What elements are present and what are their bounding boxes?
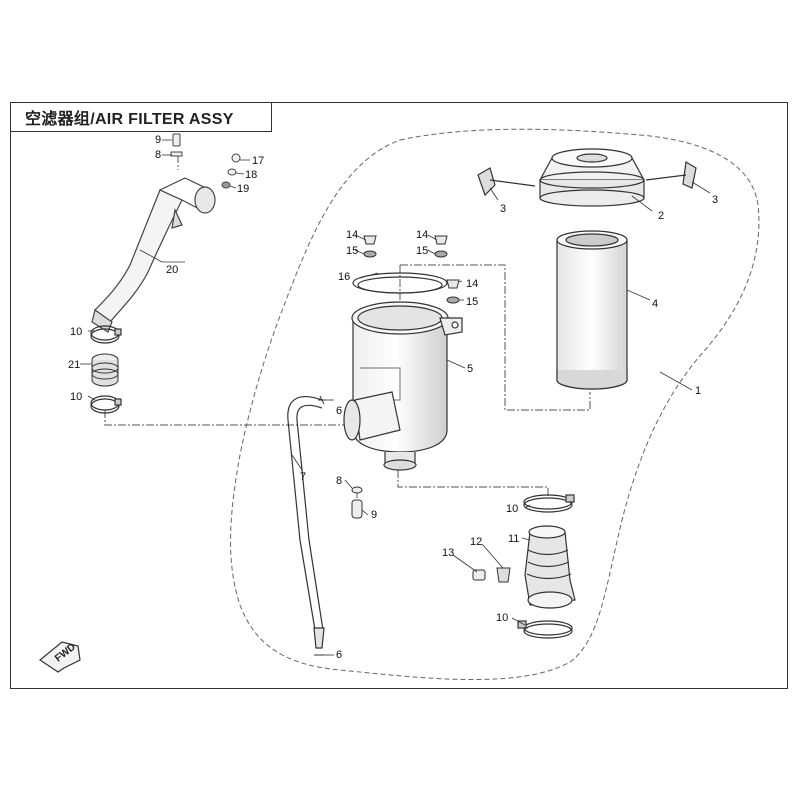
- callout-15-right: 15: [466, 296, 478, 308]
- callout-10-left-lower: 10: [70, 391, 82, 403]
- callout-12: 12: [470, 536, 482, 548]
- callout-10-right-lower: 10: [496, 612, 508, 624]
- bolt-13: [472, 569, 486, 581]
- callout-10-left-upper: 10: [70, 326, 82, 338]
- clip-3-right: [645, 161, 697, 189]
- callout-10-right-upper: 10: [506, 503, 518, 515]
- clamp-12: [496, 567, 511, 583]
- diagram-title: 空滤器组/AIR FILTER ASSY: [25, 111, 234, 128]
- intake-duct: [91, 177, 216, 333]
- drain-hose: [287, 396, 325, 649]
- diagram-frame: [10, 102, 788, 689]
- title-box: [10, 102, 272, 132]
- callout-1: 1: [695, 385, 701, 397]
- callout-13: 13: [442, 547, 454, 559]
- callout-15-left: 15: [346, 245, 358, 257]
- gasket-16: [352, 272, 448, 294]
- callout-9-center: 9: [371, 509, 377, 521]
- bolt-14-mid: [434, 235, 448, 258]
- callout-3-left: 3: [500, 203, 506, 215]
- left-clamp-lower: [90, 395, 122, 414]
- bolt-14-left: [363, 235, 377, 258]
- outlet-boot: [524, 525, 576, 609]
- fastener-17-18-19: [221, 153, 241, 189]
- bolt-9-top: [170, 133, 183, 157]
- callout-15-mid: 15: [416, 245, 428, 257]
- clip-6-upper: [318, 395, 326, 405]
- right-clamp-lower: [517, 620, 573, 639]
- fwd-arrow: [38, 641, 81, 673]
- callout-9-top: 9: [155, 134, 161, 146]
- callout-8-center: 8: [336, 475, 342, 487]
- callout-20: 20: [166, 264, 178, 276]
- callout-5: 5: [467, 363, 473, 375]
- callout-6-upper: 6: [336, 405, 342, 417]
- callout-11: 11: [508, 533, 519, 545]
- callout-14-left: 14: [346, 229, 358, 241]
- callout-17: 17: [252, 155, 264, 167]
- sleeve-21: [91, 353, 119, 387]
- housing-port: [343, 391, 401, 441]
- callout-16: 16: [338, 271, 350, 283]
- callout-18: 18: [245, 169, 257, 181]
- bolt-14-right: [446, 279, 460, 304]
- callout-3-right: 3: [712, 194, 718, 206]
- callout-4: 4: [652, 298, 658, 310]
- right-clamp-upper: [523, 494, 575, 513]
- left-clamp-upper: [90, 325, 122, 344]
- callout-8-top: 8: [155, 149, 161, 161]
- callout-14-right: 14: [466, 278, 478, 290]
- callout-19: 19: [237, 183, 249, 195]
- assembly-boundary: [230, 128, 760, 680]
- plug-8-9-center: [351, 486, 363, 519]
- filter-element: [556, 230, 628, 390]
- filter-cover: [538, 148, 646, 207]
- callout-7: 7: [300, 471, 306, 483]
- callout-2: 2: [658, 210, 664, 222]
- callout-6-lower: 6: [336, 649, 342, 661]
- filter-housing: [351, 301, 463, 471]
- clip-3-left: [477, 167, 536, 197]
- callout-labels: 9 8 17 18 19 20 10 21 10 2 3 3 4 5 1 16 …: [68, 134, 718, 661]
- leader-lines: [80, 139, 711, 656]
- callout-14-mid: 14: [416, 229, 428, 241]
- callout-21: 21: [68, 359, 80, 371]
